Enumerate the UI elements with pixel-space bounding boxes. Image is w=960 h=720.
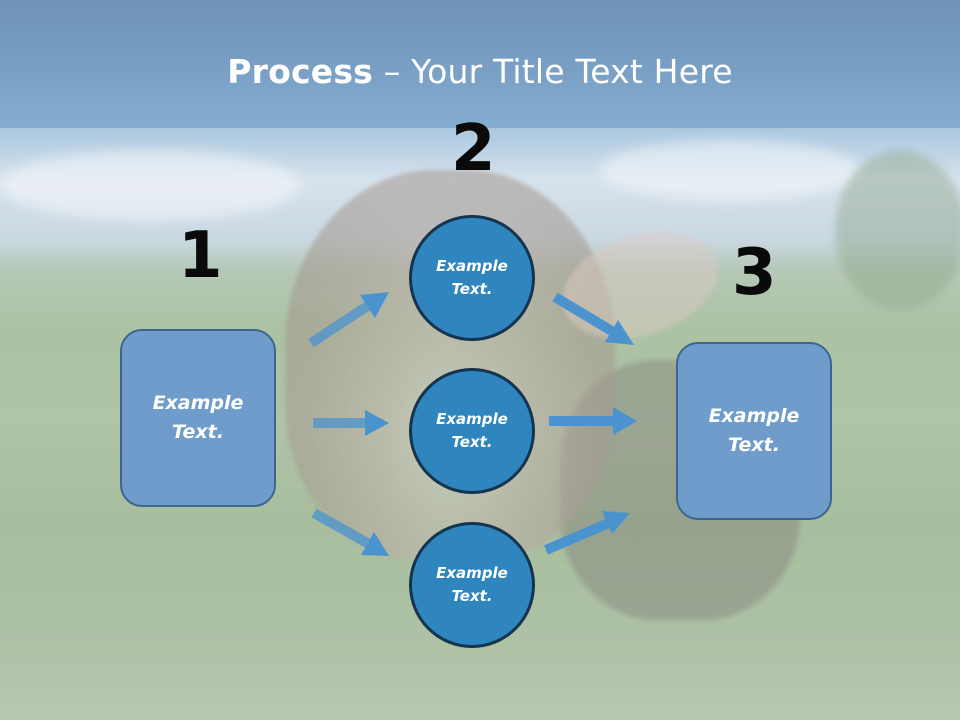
right-text-box: Example Text.	[676, 342, 832, 520]
title-rest: – Your Title Text Here	[373, 52, 733, 91]
step-number-3: 3	[732, 236, 777, 310]
left-text-box: Example Text.	[120, 329, 276, 507]
cloud	[0, 150, 300, 220]
circle-top-text: Example Text.	[436, 257, 508, 298]
circle-bottom: Example Text.	[409, 522, 535, 648]
left-box-text: Example Text.	[152, 392, 244, 443]
right-box-text: Example Text.	[708, 405, 800, 456]
cloud	[600, 140, 860, 200]
circle-middle-text: Example Text.	[436, 410, 508, 451]
title-band	[0, 0, 960, 128]
step-number-2: 2	[451, 112, 496, 186]
step-number-1: 1	[178, 219, 223, 293]
slide-title: Process – Your Title Text Here	[0, 52, 960, 91]
circle-middle: Example Text.	[409, 368, 535, 494]
circle-bottom-text: Example Text.	[436, 564, 508, 605]
title-bold: Process	[227, 52, 374, 91]
circle-top: Example Text.	[409, 215, 535, 341]
tree	[835, 150, 960, 310]
